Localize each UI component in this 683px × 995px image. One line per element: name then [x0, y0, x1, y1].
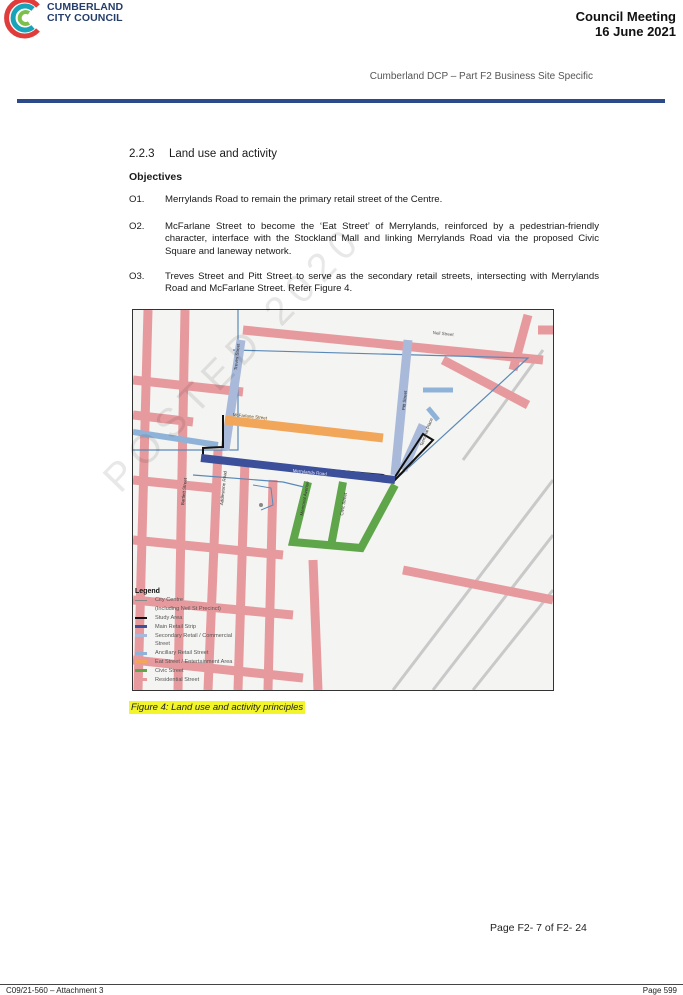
legend-label: Main Retail Strip	[155, 623, 197, 630]
land-use-map: Legend City Centre (Including Neil St Pr…	[132, 309, 554, 691]
footer-rule	[0, 984, 683, 985]
legend-item: City Centre	[135, 596, 335, 605]
legend-swatch	[135, 634, 147, 638]
objective-o2: O2. McFarlane Street to become the ‘Eat …	[129, 221, 599, 258]
legend-item: Ancillary Retail Street	[135, 649, 335, 658]
legend-label: Street	[155, 641, 170, 648]
legend-item: Study Area	[135, 614, 335, 623]
legend-label: (Including Neil St Precinct)	[155, 606, 221, 613]
legend-item: Secondary Retail / Commercial	[135, 631, 335, 640]
legend-swatch	[135, 660, 147, 664]
section-number: 2.2.3	[129, 148, 155, 160]
org-name-line1: CUMBERLAND	[47, 1, 124, 13]
objective-o1: O1. Merrylands Road to remain the primar…	[129, 194, 599, 206]
legend-item: (Including Neil St Precinct)	[135, 605, 335, 614]
legend-item: Street	[135, 640, 335, 649]
document-subtitle: Cumberland DCP – Part F2 Business Site S…	[369, 71, 593, 82]
legend-swatch	[135, 651, 147, 655]
header-rule	[17, 99, 665, 103]
legend-swatch	[135, 678, 147, 682]
figure-caption: Figure 4: Land use and activity principl…	[129, 701, 306, 714]
legend-label: Residential Street	[155, 676, 200, 683]
legend-item: Civic Street	[135, 666, 335, 675]
legend-label: Eat Street / Entertainment Area	[155, 658, 233, 665]
meeting-date: 16 June 2021	[595, 24, 676, 39]
legend-swatch	[135, 599, 147, 601]
footer-page-total: Page 599	[642, 986, 677, 995]
objective-code: O2.	[129, 221, 145, 232]
objective-code: O3.	[129, 271, 145, 282]
council-logo-icon	[4, 0, 40, 39]
legend-item: Residential Street	[135, 675, 335, 684]
page-number: Page F2- 7 of F2- 24	[490, 922, 587, 934]
legend-swatch	[135, 669, 147, 673]
objective-text: Merrylands Road to remain the primary re…	[165, 194, 443, 205]
objective-code: O1.	[129, 194, 145, 205]
legend-item: Main Retail Strip	[135, 622, 335, 631]
objectives-heading: Objectives	[129, 171, 183, 183]
objective-o3: O3. Treves Street and Pitt Street to ser…	[129, 271, 599, 296]
map-legend: Legend City Centre (Including Neil St Pr…	[135, 588, 335, 684]
legend-title: Legend	[135, 588, 160, 595]
objective-text: McFarlane Street to become the ‘Eat Stre…	[165, 221, 599, 257]
council-logo: CUMBERLAND CITY COUNCIL	[0, 0, 160, 44]
section-title: Land use and activity	[169, 148, 278, 160]
legend-label: City Centre	[155, 597, 183, 604]
map-graphic	[133, 310, 553, 690]
legend-label: Study Area	[155, 614, 183, 621]
legend-label: Ancillary Retail Street	[155, 650, 209, 657]
legend-label: Civic Street	[155, 667, 184, 674]
legend-swatch	[135, 616, 147, 619]
meeting-header: Council Meeting 16 June 2021	[576, 9, 676, 39]
section-heading: 2.2.3 Land use and activity	[129, 148, 277, 160]
legend-label: Secondary Retail / Commercial	[155, 632, 233, 639]
meeting-title: Council Meeting	[575, 9, 676, 24]
footer-attachment-ref: C09/21-560 – Attachment 3	[6, 986, 104, 995]
legend-swatch	[135, 625, 147, 629]
objective-text: Treves Street and Pitt Street to serve a…	[165, 271, 599, 295]
legend-item: Eat Street / Entertainment Area	[135, 658, 335, 667]
org-name-line2: CITY COUNCIL	[47, 12, 123, 24]
